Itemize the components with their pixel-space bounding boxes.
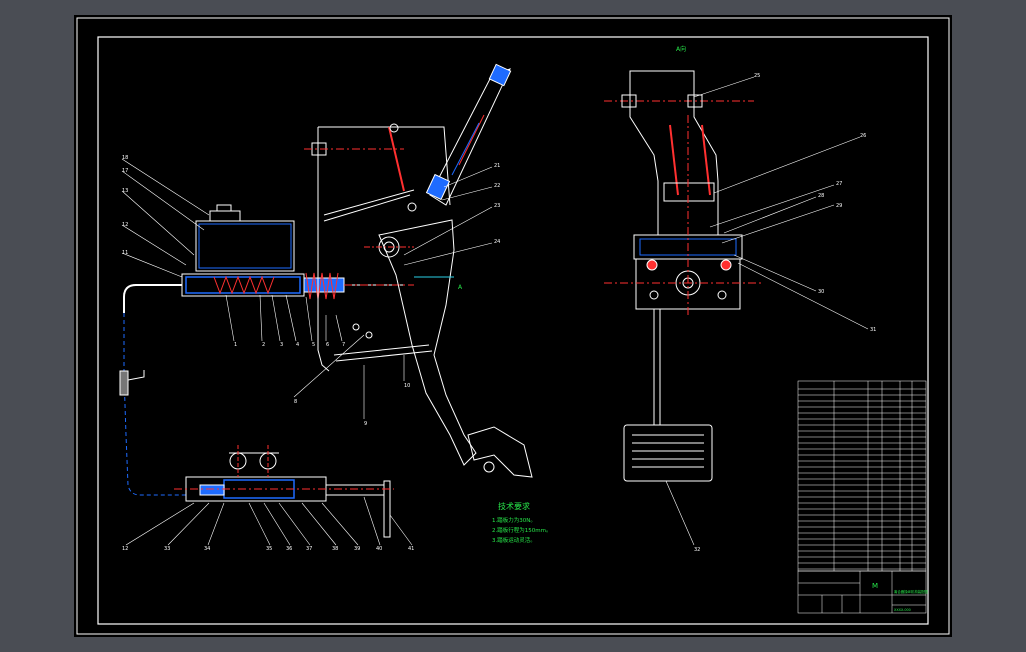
tech-note-2: 2.踏板行程为150mm。 (492, 526, 551, 534)
balloon-34: 34 (204, 546, 210, 552)
arrow-label-a: A (458, 284, 463, 291)
balloon-labels-side: A向 25 26 27 28 29 30 31 32 (676, 45, 876, 553)
balloon-33: 33 (164, 546, 170, 552)
outer-border (76, 17, 950, 635)
balloon-24: 24 (494, 239, 500, 245)
title-block (797, 570, 927, 614)
balloon-17: 17 (122, 168, 128, 174)
drawing-name: 离合器操纵机构装配图 (894, 589, 929, 594)
master-cylinder-view (119, 204, 414, 496)
balloon-22: 22 (494, 183, 500, 189)
balloon-29: 29 (836, 203, 842, 209)
pedal-mechanism (304, 63, 533, 478)
balloon-25: 25 (754, 73, 760, 79)
balloon-11: 11 (122, 250, 128, 256)
balloon-39: 39 (354, 546, 360, 552)
balloon-8: 8 (294, 399, 297, 405)
balloon-labels-cylinder: 12 33 34 35 36 37 38 39 40 41 (122, 546, 414, 552)
balloon-31: 31 (870, 327, 876, 333)
leaders-main (121, 158, 493, 419)
balloon-1: 1 (234, 342, 237, 348)
slave-cylinder-view (174, 445, 394, 538)
drawing-code: XXXX-000 (894, 608, 911, 612)
balloon-35: 35 (266, 546, 272, 552)
balloon-c12: 12 (122, 546, 128, 552)
tech-note-1: 1.踏板力为30N。 (492, 516, 536, 524)
balloon-12: 12 (122, 222, 128, 228)
side-view (604, 70, 764, 482)
balloon-13: 13 (122, 188, 128, 194)
balloon-2: 2 (262, 342, 265, 348)
balloon-18: 18 (122, 155, 128, 161)
tech-note-3: 3.踏板运动灵活。 (492, 536, 536, 544)
balloon-23: 23 (494, 203, 500, 209)
balloon-36: 36 (286, 546, 292, 552)
leaders-side (665, 76, 869, 546)
balloon-5: 5 (312, 342, 315, 348)
balloon-40: 40 (376, 546, 382, 552)
view-label-a: A向 (676, 45, 686, 53)
balloon-37: 37 (306, 546, 312, 552)
balloon-7: 7 (342, 342, 345, 348)
balloon-10: 10 (404, 383, 410, 389)
parts-rows (798, 388, 926, 570)
drawing-sheet: 18 17 13 12 11 1 2 3 4 5 6 7 8 9 10 21 2… (74, 15, 952, 637)
parts-list (797, 380, 927, 572)
balloon-30: 30 (818, 289, 824, 295)
balloon-4: 4 (296, 342, 299, 348)
balloon-41: 41 (408, 546, 414, 552)
balloon-6: 6 (326, 342, 329, 348)
tech-notes-title: 技术要求 (498, 501, 530, 511)
balloon-9: 9 (364, 421, 367, 427)
balloon-28: 28 (818, 193, 824, 199)
balloon-38: 38 (332, 546, 338, 552)
balloon-32: 32 (694, 547, 700, 553)
assembly-drawing: 18 17 13 12 11 1 2 3 4 5 6 7 8 9 10 21 2… (76, 17, 950, 635)
balloon-labels-left: 18 17 13 12 11 1 2 3 4 5 6 7 8 9 10 21 2… (122, 155, 500, 427)
balloon-21: 21 (494, 163, 500, 169)
title-block-mark: M (872, 582, 878, 590)
balloon-27: 27 (836, 181, 842, 187)
balloon-3: 3 (280, 342, 283, 348)
leaders-cylinder (125, 496, 413, 546)
technical-requirements: 技术要求 1.踏板力为30N。 2.踏板行程为150mm。 3.踏板运动灵活。 (492, 501, 551, 544)
balloon-26: 26 (860, 133, 866, 139)
inner-border (97, 36, 929, 625)
